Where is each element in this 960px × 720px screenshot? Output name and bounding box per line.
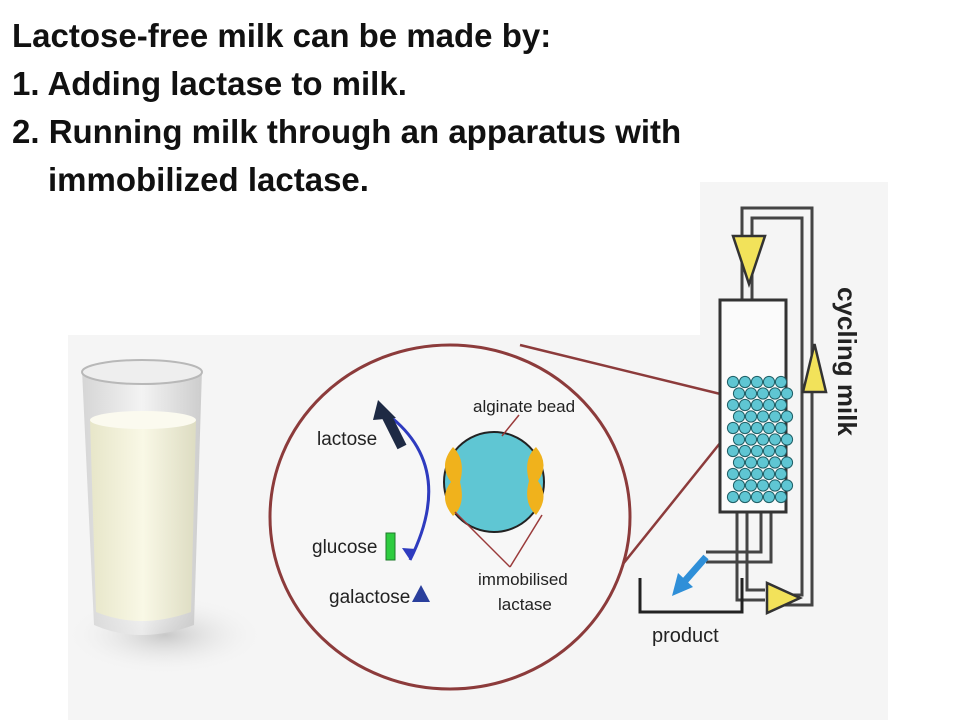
glass-rim bbox=[81, 359, 203, 385]
bead-label: alginate bead bbox=[473, 397, 575, 416]
alginate-bead-small bbox=[732, 410, 746, 423]
pump-bottom bbox=[765, 581, 804, 615]
glucose-symbol bbox=[385, 532, 396, 561]
alginate-bead-small bbox=[780, 479, 794, 492]
alginate-bead-small bbox=[738, 421, 752, 435]
alginate-bead-small bbox=[774, 467, 788, 481]
alginate-bead-small bbox=[744, 433, 758, 446]
alginate-bead-small bbox=[726, 375, 740, 389]
alginate-bead-small bbox=[750, 490, 764, 504]
bead-pointer bbox=[501, 414, 520, 437]
alginate-bead-small bbox=[780, 456, 794, 469]
alginate-bead-small bbox=[762, 444, 776, 458]
alginate-bead-small bbox=[726, 421, 740, 435]
alginate-bead-small bbox=[774, 490, 788, 504]
alginate-bead-small bbox=[768, 456, 782, 469]
galactose-symbol bbox=[412, 585, 430, 602]
bullet-point-1: 1. Adding lactase to milk. bbox=[12, 65, 407, 102]
alginate-bead-small bbox=[762, 421, 776, 435]
lactase-enzyme-left bbox=[444, 447, 462, 516]
alginate-bead-small bbox=[732, 479, 746, 492]
alginate-bead-small bbox=[738, 490, 752, 504]
alginate-bead-small bbox=[732, 433, 746, 446]
alginate-bead-small bbox=[750, 398, 764, 412]
alginate-bead-small bbox=[756, 479, 770, 492]
product-tray bbox=[638, 578, 744, 614]
alginate-bead-small bbox=[780, 433, 794, 446]
lactose-label: lactose bbox=[317, 429, 377, 450]
slide-heading: Lactose-free milk can be made by: bbox=[12, 17, 552, 54]
alginate-bead-small bbox=[750, 467, 764, 481]
alginate-bead-small bbox=[756, 410, 770, 423]
alginate-bead-small bbox=[744, 456, 758, 469]
alginate-bead-small bbox=[744, 410, 758, 423]
alginate-bead-small bbox=[738, 444, 752, 458]
output-arrow-head bbox=[672, 573, 693, 596]
alginate-bead-small bbox=[750, 421, 764, 435]
alginate-bead-small bbox=[762, 375, 776, 389]
alginate-bead-small bbox=[774, 398, 788, 412]
bullet-point-2-line2: immobilized lactase. bbox=[48, 161, 369, 198]
alginate-bead-small bbox=[726, 444, 740, 458]
alginate-bead-small bbox=[756, 387, 770, 400]
galactose-label: galactose bbox=[329, 587, 410, 608]
lactose-arrow-shaft bbox=[381, 412, 407, 450]
reaction-arrowhead bbox=[402, 548, 416, 560]
alginate-bead-small bbox=[744, 387, 758, 400]
pump-right bbox=[801, 343, 828, 394]
milk-fill bbox=[90, 412, 196, 621]
product-label: product bbox=[652, 625, 719, 647]
milk-surface bbox=[90, 411, 196, 429]
alginate-bead-small bbox=[726, 490, 740, 504]
alginate-bead-small bbox=[732, 387, 746, 400]
zoom-circle bbox=[268, 343, 632, 691]
alginate-bead-small bbox=[774, 375, 788, 389]
lactase-enzyme-right bbox=[527, 447, 544, 515]
alginate-bead bbox=[443, 431, 545, 533]
alginate-bead-small bbox=[780, 410, 794, 423]
alginate-bead-small bbox=[762, 398, 776, 412]
alginate-bead-small bbox=[768, 410, 782, 423]
zoom-line-top bbox=[519, 343, 746, 402]
alginate-bead-small bbox=[768, 433, 782, 446]
alginate-bead-small bbox=[780, 387, 794, 400]
slide-text-block: Lactose-free milk can be made by: 1. Add… bbox=[12, 12, 912, 204]
enzyme-label-line1: immobilised bbox=[478, 570, 568, 589]
alginate-bead-small bbox=[738, 467, 752, 481]
alginate-bead-small bbox=[756, 433, 770, 446]
lactose-arrow-head bbox=[373, 400, 396, 420]
enzyme-pointer-left bbox=[454, 511, 511, 568]
alginate-bead-small bbox=[768, 387, 782, 400]
alginate-bead-small bbox=[762, 467, 776, 481]
alginate-bead-small bbox=[774, 444, 788, 458]
alginate-bead-small bbox=[738, 398, 752, 412]
glucose-label: glucose bbox=[312, 537, 378, 558]
pump-top bbox=[731, 234, 767, 288]
output-arrow-shaft bbox=[681, 554, 709, 585]
alginate-bead-small bbox=[732, 456, 746, 469]
alginate-bead-small bbox=[756, 456, 770, 469]
bullet-point-2-line1: 2. Running milk through an apparatus wit… bbox=[12, 113, 682, 150]
enzyme-pointer-right bbox=[509, 514, 543, 568]
cycling-milk-label: cycling milk bbox=[832, 287, 862, 436]
alginate-bead-small bbox=[768, 479, 782, 492]
packed-beads bbox=[726, 375, 794, 504]
alginate-bead-small bbox=[750, 375, 764, 389]
alginate-bead-small bbox=[774, 421, 788, 435]
alginate-bead-small bbox=[762, 490, 776, 504]
alginate-bead-small bbox=[744, 479, 758, 492]
alginate-bead-small bbox=[726, 467, 740, 481]
alginate-bead-small bbox=[738, 375, 752, 389]
reaction-curve bbox=[391, 416, 431, 561]
enzyme-label-line2: lactase bbox=[498, 595, 552, 614]
milk-glass-image bbox=[65, 359, 265, 675]
alginate-bead-small bbox=[750, 444, 764, 458]
alginate-bead-small bbox=[726, 398, 740, 412]
